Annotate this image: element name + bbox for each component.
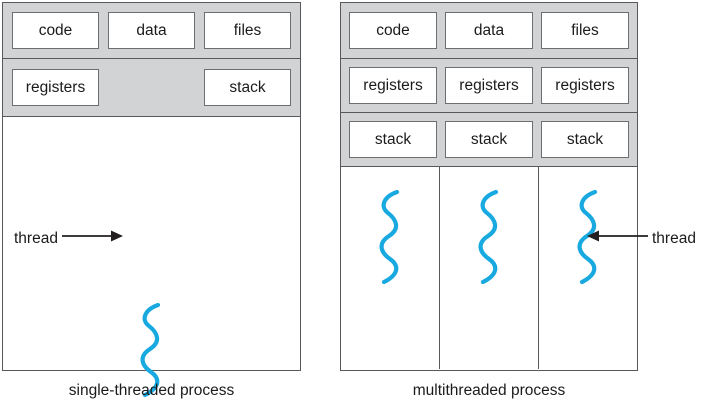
resource-box-registers-2: registers [445,67,533,104]
resource-box-data: data [445,12,533,49]
single-process-caption: single-threaded process [68,382,235,399]
multi-stacks-band: stack stack stack [341,113,637,167]
resource-box-stack-2: stack [445,121,533,158]
multithreaded-process-panel: code data files registers registers regi… [340,2,638,371]
multi-shared-resources-band: code data files [341,3,637,59]
thread-squiggle-icon [379,189,400,285]
resource-box-stack: stack [204,69,291,106]
resource-box-registers-3: registers [541,67,629,104]
resource-box-registers: registers [12,69,99,106]
single-threaded-process-panel: code data files registers stack [2,2,301,398]
thread-squiggle-icon [478,189,499,285]
arrow-left-icon [587,230,648,242]
resource-box-code: code [349,12,437,49]
thread-column-2 [440,167,539,369]
resource-box-data: data [108,12,195,49]
single-thread-area [3,117,300,398]
resource-box-stack-3: stack [541,121,629,158]
thread-annotation-label-right: thread [652,230,696,247]
resource-box-registers-1: registers [349,67,437,104]
resource-box-files: files [541,12,629,49]
resource-box-stack-1: stack [349,121,437,158]
resource-box-files: files [204,12,291,49]
thread-annotation-label-left: thread [14,230,58,247]
multi-registers-band: registers registers registers [341,59,637,113]
multi-thread-area [341,167,637,369]
arrow-right-icon [62,230,123,242]
multi-process-caption: multithreaded process [412,382,566,399]
single-shared-resources-band: code data files [3,3,300,59]
thread-column-1 [341,167,440,369]
resource-box-code: code [12,12,99,49]
single-thread-resources-band: registers stack [3,59,300,117]
thread-column-3 [539,167,637,369]
